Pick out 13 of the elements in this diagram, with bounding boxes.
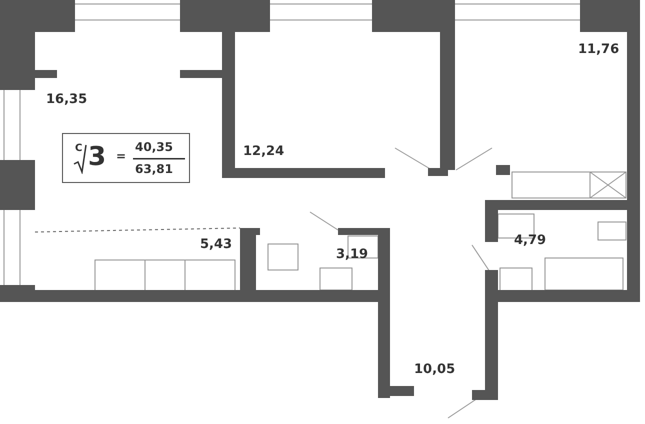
- room-area-label: 12,24: [243, 144, 284, 159]
- superscript-letter: С: [75, 143, 82, 154]
- room-area-label: 16,35: [46, 92, 88, 107]
- room-area-label: 3,19: [336, 247, 368, 262]
- room-area-label: 5,43: [200, 237, 232, 252]
- equals-sign: =: [116, 149, 126, 163]
- denominator-value: 63,81: [135, 162, 173, 176]
- room-area-label: 4,79: [514, 233, 546, 248]
- formula-number: 3: [88, 142, 106, 172]
- area-formula-box: [62, 133, 190, 183]
- room-area-label: 11,76: [578, 42, 620, 57]
- room-area-label: 10,05: [414, 362, 456, 377]
- numerator-value: 40,35: [135, 140, 173, 154]
